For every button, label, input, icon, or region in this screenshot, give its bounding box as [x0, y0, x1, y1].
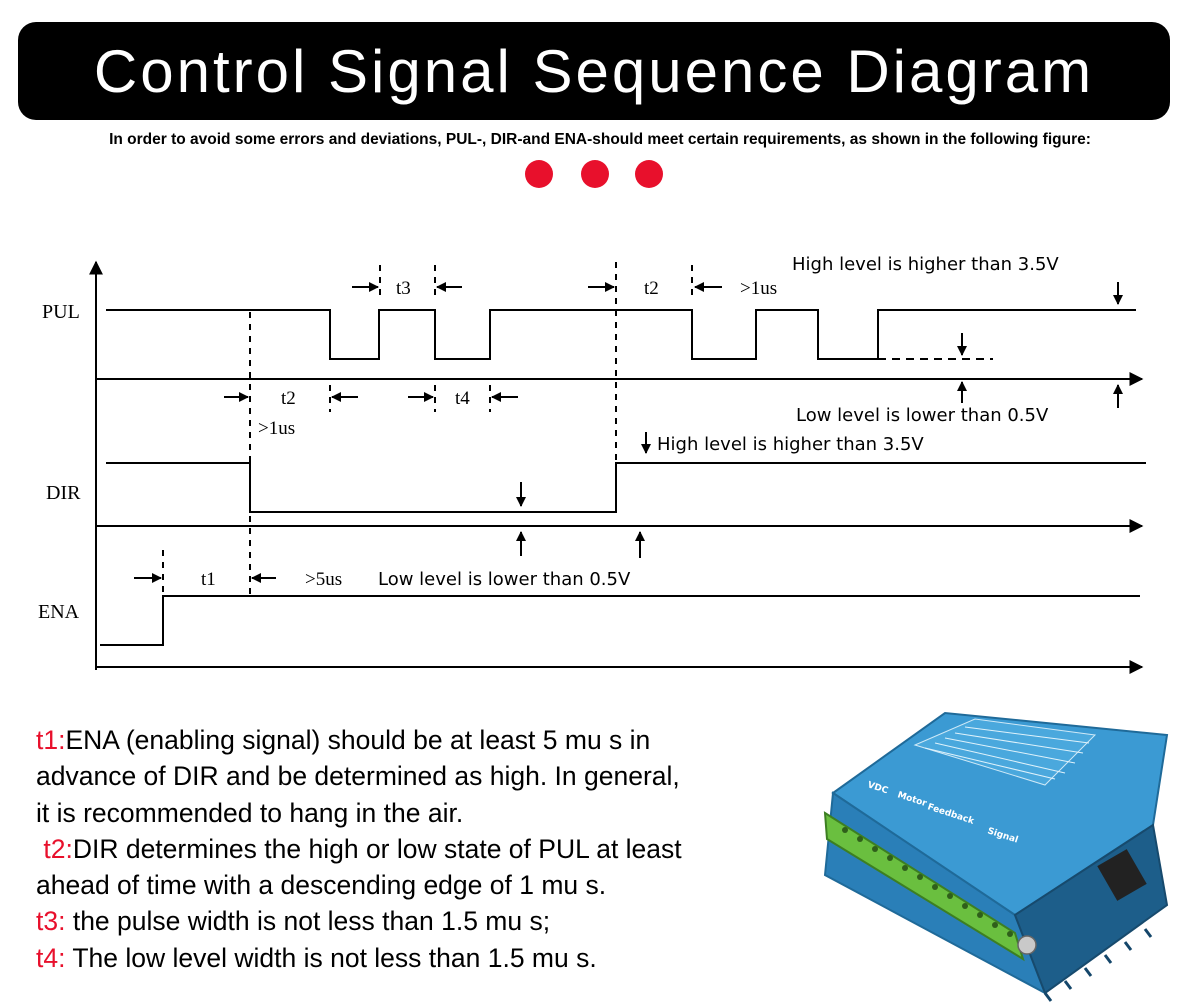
note-text: ahead of time with a descending edge of … [36, 870, 607, 901]
label-high-level-dir: High level is higher than 3.5V [657, 434, 924, 455]
label-gt1us-bottom: >1us [258, 418, 295, 439]
note-tag: t1: [36, 725, 66, 755]
label-t2-bottom: t2 [281, 388, 296, 409]
pul-waveform [106, 309, 1136, 360]
label-low-level-dir: Low level is lower than 0.5V [378, 569, 631, 590]
label-t2-top: t2 [644, 278, 659, 299]
note-line: t3: the pulse width is not less than 1.5… [36, 903, 836, 939]
label-t4: t4 [455, 388, 470, 409]
title-banner: Control Signal Sequence Diagram [18, 22, 1170, 120]
subtitle: In order to avoid some errors and deviat… [109, 131, 1091, 148]
signal-label-ena: ENA [38, 601, 80, 623]
label-gt5us: >5us [305, 569, 342, 590]
note-tag: t3: [36, 906, 66, 937]
label-t1: t1 [201, 569, 216, 590]
note-tag: t4: [36, 942, 66, 973]
note-line: t1:ENA (enabling signal) should be at le… [36, 722, 836, 758]
red-dot-icon [525, 160, 553, 188]
label-high-level-pul: High level is higher than 3.5V [792, 254, 1059, 275]
dir-waveform [106, 462, 1146, 513]
note-text: DIR determines the high or low state of … [72, 833, 682, 864]
dot-indicator-group [525, 160, 665, 190]
label-low-level-pul: Low level is lower than 0.5V [796, 405, 1049, 426]
signal-label-pul: PUL [42, 301, 80, 323]
stepper-driver-product-image: VDC Motor Feedback Signal [823, 711, 1169, 1002]
axes [89, 260, 1144, 674]
label-t3: t3 [396, 278, 411, 299]
note-line: t4: The low level width is not less than… [36, 940, 836, 976]
signal-label-dir: DIR [46, 482, 81, 504]
red-dot-icon [581, 160, 609, 188]
note-text: advance of DIR and be determined as high… [36, 761, 680, 792]
note-text: The low level width is not less than 1.5… [65, 942, 597, 973]
red-dot-icon [635, 160, 663, 188]
note-line: t2:DIR determines the high or low state … [36, 831, 836, 867]
requirements-notes: t1:ENA (enabling signal) should be at le… [36, 722, 836, 976]
note-line: it is recommended to hang in the air. [36, 795, 836, 831]
note-text: the pulse width is not less than 1.5 mu … [65, 906, 551, 937]
label-gt1us-top: >1us [740, 278, 777, 299]
note-tag: t2: [36, 833, 73, 864]
note-text: ENA (enabling signal) should be at least… [65, 725, 651, 755]
timing-diagram: PUL DIR ENA [38, 254, 1146, 674]
ena-waveform [100, 595, 1140, 646]
note-line: advance of DIR and be determined as high… [36, 758, 836, 794]
page-title: Control Signal Sequence Diagram [93, 37, 1095, 105]
note-text: it is recommended to hang in the air. [36, 797, 464, 828]
note-line: ahead of time with a descending edge of … [36, 867, 836, 903]
